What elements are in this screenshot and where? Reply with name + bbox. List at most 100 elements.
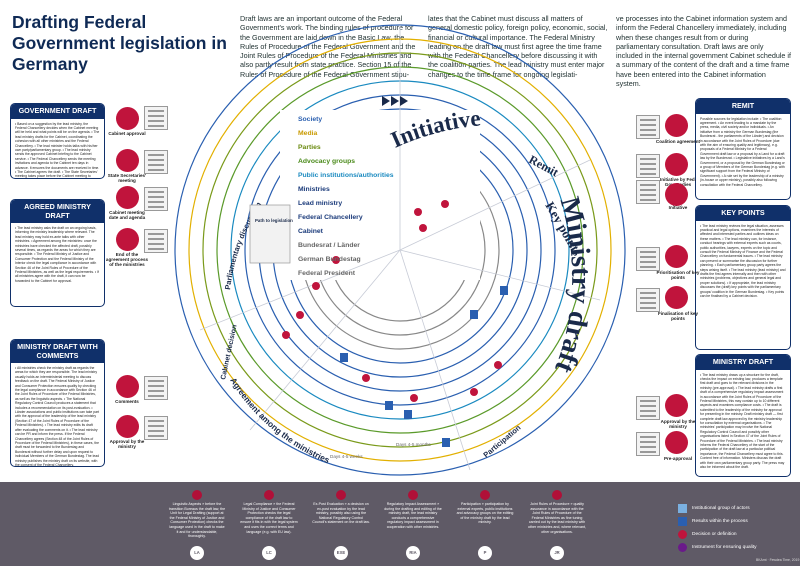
step-label: Approval by the ministry [660, 419, 696, 430]
box-title: MINISTRY DRAFT [696, 355, 790, 370]
legend-swatch [678, 530, 687, 539]
ring-label: Federal Chancellery [298, 214, 363, 221]
document-icon [636, 115, 660, 139]
legend-label: Instrument for ensuring quality [692, 545, 757, 550]
legend-swatch [678, 543, 687, 552]
document-icon [636, 432, 660, 456]
credit: BKAmt · Fewdea Time, 2019 [756, 558, 800, 562]
document-icon [144, 187, 168, 211]
phase-agreement: Agreement among the ministries [228, 376, 331, 466]
ring-label: Bundesrat / Länder [298, 242, 360, 249]
footer-dot [480, 490, 490, 500]
step-label: State Secretaries' meeting [107, 173, 147, 184]
step-label: End of the agreement process of the mini… [105, 252, 149, 268]
document-icon [636, 288, 660, 312]
footer-text: Legal Compliance » the Federal Ministry … [240, 502, 298, 534]
footer-badge: EXE [334, 546, 348, 560]
footer-text: Ex-Post Evaluation » a decision on ex-po… [312, 502, 370, 525]
document-icon [636, 180, 660, 204]
step-label: Prioritisation of key points [656, 270, 700, 281]
decision-marker [665, 286, 688, 309]
path-box-label: Path to legislation [255, 218, 293, 223]
box-government-draft: GOVERNMENT DRAFT • Based on a suggestion… [10, 103, 105, 179]
agreement-days: Days 4-5 weeks [330, 454, 363, 459]
page-title: Drafting Federal Government legislation … [12, 12, 227, 74]
decision-marker [665, 183, 688, 206]
phase-dividers [199, 25, 601, 471]
legend-label: Institutional group of actors [692, 506, 750, 511]
ring-label: German Bundestag [298, 256, 361, 263]
box-title: MINISTRY DRAFT WITH COMMENTS [11, 340, 104, 363]
footer-badge: RIA [406, 546, 420, 560]
decision-marker [116, 415, 139, 438]
footer-text: Linguistic Aspects » before the transiti… [168, 502, 226, 539]
phase-remit: Remit [527, 152, 561, 179]
participation-days: Days 4-5 months [396, 442, 431, 447]
footer-badge: JR [550, 546, 564, 560]
decision-marker [116, 186, 139, 209]
box-remit: REMIT Possible sources for legislation i… [695, 98, 791, 200]
document-icon [636, 154, 660, 178]
step-label: Finalisation of key points [657, 311, 699, 322]
step-label: Initiative [668, 205, 688, 210]
ring-label: Advocacy groups [298, 158, 356, 165]
footer-dot [552, 490, 562, 500]
box-title: AGREED MINISTRY DRAFT [11, 200, 104, 223]
path-box [249, 204, 291, 264]
box-ministry-draft-with-comments: MINISTRY DRAFT WITH COMMENTS • All minis… [10, 339, 105, 467]
ring-label: Parties [298, 144, 321, 151]
ring-label: Ministries [298, 186, 330, 193]
document-icon [144, 229, 168, 253]
document-icon [636, 396, 660, 420]
box-title: GOVERNMENT DRAFT [11, 104, 104, 119]
intro-col-1: Draft laws are an important outcome of t… [240, 14, 416, 79]
box-agreed-ministry-draft: AGREED MINISTRY DRAFT • The lead ministr… [10, 199, 105, 307]
box-ministry-draft: MINISTRY DRAFT • The lead ministry draws… [695, 354, 791, 477]
decision-marker [665, 394, 688, 417]
footer [0, 482, 800, 566]
step-label: Coalition agreement [655, 139, 701, 144]
step-label: Approval by the ministry [109, 439, 145, 450]
decision-marker [116, 107, 139, 130]
box-body: • Based on a suggestion by the lead mini… [15, 121, 100, 179]
footer-badge: LA [190, 546, 204, 560]
ring-label: Lead ministry [298, 200, 343, 207]
footer-text: Participation » participation by externa… [456, 502, 514, 525]
legend: Institutional group of actors Results wi… [678, 504, 757, 556]
legend-label: Decision or definition [692, 532, 737, 537]
footer-text: Joint Rules of Procedure » quality assur… [528, 502, 586, 534]
document-icon [636, 247, 660, 271]
ring-label: Media [298, 130, 318, 137]
document-icon [144, 150, 168, 174]
legend-item: Instrument for ensuring quality [678, 543, 757, 556]
box-body: Possible sources for legislation include… [700, 116, 785, 187]
intro-col-3: ve processes into the Cabinet informatio… [616, 14, 792, 89]
footer-dot [408, 490, 418, 500]
box-body: • The lead ministry asks the draft on an… [15, 226, 99, 283]
legend-item: Institutional group of actors [678, 504, 757, 517]
ring-label: Cabinet [298, 228, 323, 235]
footer-item-jr: Joint Rules of Procedure » quality assur… [528, 490, 586, 560]
footer-item-ria: Regulatory Impact Assessment » during th… [384, 490, 442, 560]
footer-text: Regulatory Impact Assessment » during th… [384, 502, 442, 529]
footer-dot [336, 490, 346, 500]
decision-marker [116, 149, 139, 172]
phase-participation: Participation [482, 423, 523, 460]
decision-marker [116, 228, 139, 251]
document-icon [144, 376, 168, 400]
ring-markers [282, 200, 508, 447]
phase-cabinet-decision: Cabinet decision [220, 324, 238, 380]
decision-marker [665, 153, 688, 176]
box-body: • The lead ministry draws up a structure… [700, 372, 785, 470]
ring-label: Society [298, 116, 323, 123]
legend-item: Results within the process [678, 517, 757, 530]
ring-label: Federal President [298, 270, 356, 277]
document-icon [144, 106, 168, 130]
legend-swatch [678, 504, 687, 513]
box-key-points: KEY POINTS • The lead ministry reviews t… [695, 205, 791, 350]
legend-swatch [678, 517, 687, 526]
initiative-arrows [382, 96, 408, 106]
box-body: • All ministries check the ministry draf… [15, 366, 100, 467]
footer-item-la: Linguistic Aspects » before the transiti… [168, 490, 226, 560]
